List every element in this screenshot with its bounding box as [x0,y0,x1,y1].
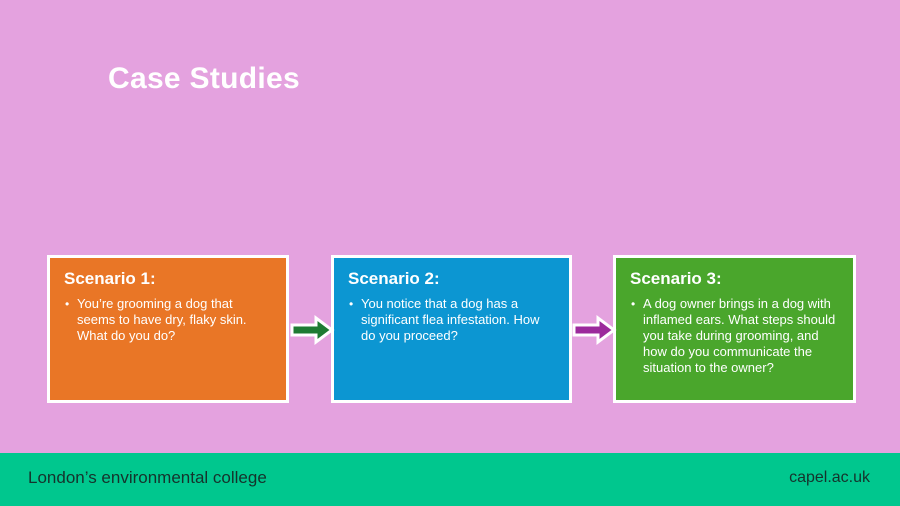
scenario-card-1: Scenario 1: You’re grooming a dog that s… [47,255,289,403]
scenario-card-2-title: Scenario 2: [348,269,440,288]
footer-tagline: London’s environmental college [28,468,267,487]
scenario-card-1-bullet-1: You’re grooming a dog that seems to have… [64,296,274,344]
scenario-card-3-bullet-1: A dog owner brings in a dog with inflame… [630,296,841,376]
footer-website: capel.ac.uk [789,469,870,486]
scenario-card-3: Scenario 3: A dog owner brings in a dog … [613,255,856,403]
scenario-card-2: Scenario 2: You notice that a dog has a … [331,255,572,403]
scenario-card-3-title: Scenario 3: [630,269,722,288]
arrow-right-purple-icon [571,315,617,345]
page-title: Case Studies [108,62,301,95]
scenario-card-1-bullets: You’re grooming a dog that seems to have… [64,296,274,344]
arrow-right-green-icon [289,315,335,345]
footer-bar: London’s environmental college capel.ac.… [0,453,900,506]
scenario-card-3-bullets: A dog owner brings in a dog with inflame… [630,296,841,376]
scenario-card-2-bullets: You notice that a dog has a significant … [348,296,557,344]
scenario-card-2-bullet-1: You notice that a dog has a significant … [348,296,557,344]
scenario-card-1-title: Scenario 1: [64,269,156,288]
scenario-cards: Scenario 1: You’re grooming a dog that s… [0,255,900,405]
